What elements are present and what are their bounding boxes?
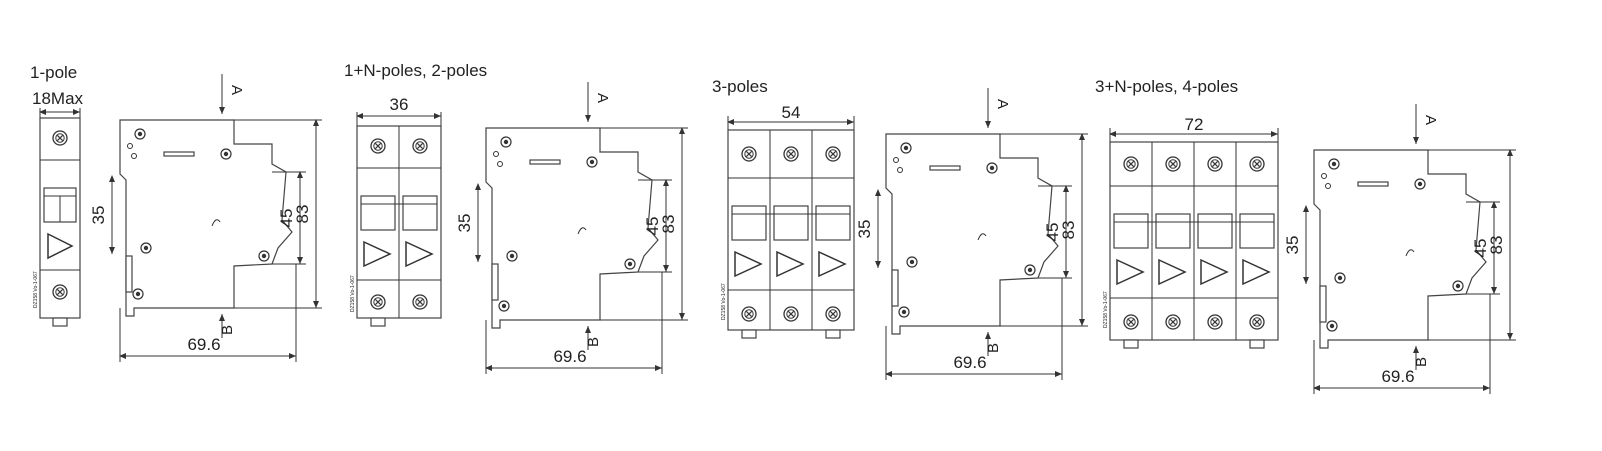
dim-45: 45 <box>1471 239 1490 258</box>
dim-83: 83 <box>659 215 678 234</box>
terminal-screw-bottom <box>52 284 68 300</box>
dim-69-6: 69.6 <box>1381 367 1414 386</box>
side-outline <box>885 133 1059 335</box>
width-dim-2pole: 36 <box>390 95 409 114</box>
side-view-1 <box>109 74 322 362</box>
screw-knob <box>1328 158 1340 170</box>
din-clip <box>52 317 68 327</box>
front-view-2pole: DZ158 Vo-1-067 <box>350 112 442 327</box>
section-mark-b: B <box>585 337 602 347</box>
side-view-3 <box>875 88 1088 380</box>
screw-knob <box>1334 272 1346 284</box>
front-label-3pole: DZ158 Vo-1-067 <box>721 283 727 320</box>
screw-knob <box>220 148 232 160</box>
group-title-3pole: 3-poles <box>712 77 768 96</box>
section-mark-b: B <box>1413 357 1430 367</box>
dim-69-6: 69.6 <box>953 353 986 372</box>
width-dim-4pole: 72 <box>1185 115 1204 134</box>
screw-knob <box>140 242 152 254</box>
screw-knob <box>134 128 146 140</box>
front-label-2pole: DZ158 Vo-1-067 <box>350 275 356 312</box>
group-title-4pole: 3+N-poles, 4-poles <box>1095 77 1239 96</box>
label-slot <box>529 159 561 165</box>
section-mark-b: B <box>985 343 1002 353</box>
screw-knob <box>898 306 910 318</box>
screw-knob <box>1414 178 1426 190</box>
front-view-1pole: DZ158 Vo-1-067 <box>33 108 81 327</box>
trip-indicator <box>47 232 74 260</box>
screw-knob <box>506 250 518 262</box>
group-subtitle-1pole: 18Max <box>32 89 84 108</box>
screw-knob <box>624 258 636 270</box>
screw-knob <box>900 142 912 154</box>
section-mark-a: A <box>994 99 1011 109</box>
dim-35: 35 <box>1283 236 1302 255</box>
screw-knob <box>586 156 598 168</box>
dim-35: 35 <box>855 220 874 239</box>
screw-knob <box>498 300 510 312</box>
terminal-screw-top <box>52 130 68 146</box>
dim-83: 83 <box>1487 236 1506 255</box>
side-outline <box>119 119 293 317</box>
section-mark-a: A <box>594 93 611 103</box>
group-title-1pole: 1-pole <box>30 63 78 82</box>
label-slot <box>929 165 961 171</box>
front-label-1pole: DZ158 Vo-1-067 <box>33 271 39 308</box>
screw-knob <box>906 256 918 268</box>
screw-knob <box>258 250 270 262</box>
dim-45: 45 <box>643 217 662 236</box>
group-title-2pole: 1+N-poles, 2-poles <box>344 61 488 80</box>
front-view-3pole: DZ158 Vo-1-067 <box>721 116 855 339</box>
label-slot <box>163 151 195 157</box>
dim-35: 35 <box>89 206 108 225</box>
side-outline <box>1313 149 1487 349</box>
width-dim-3pole: 54 <box>782 103 801 122</box>
label-slot <box>1357 181 1389 187</box>
dim-35: 35 <box>455 214 474 233</box>
screw-knob <box>986 162 998 174</box>
screw-knob <box>500 136 512 148</box>
side-outline <box>485 127 659 329</box>
side-view-4 <box>1303 104 1516 394</box>
side-view-2 <box>475 82 688 374</box>
dim-83: 83 <box>1059 221 1078 240</box>
dim-69-6: 69.6 <box>187 335 220 354</box>
dim-83: 83 <box>293 205 312 224</box>
section-mark-b: B <box>219 325 236 335</box>
screw-knob <box>1024 264 1036 276</box>
dim-69-6: 69.6 <box>553 347 586 366</box>
dim-45: 45 <box>277 209 296 228</box>
front-view-4pole: DZ158 Vo-1-067 <box>1103 128 1279 349</box>
dim-45: 45 <box>1043 223 1062 242</box>
section-mark-a: A <box>1422 115 1439 125</box>
screw-knob <box>132 288 144 300</box>
front-label-4pole: DZ158 Vo-1-067 <box>1103 291 1109 328</box>
screw-knob <box>1452 280 1464 292</box>
screw-knob <box>1326 320 1338 332</box>
section-mark-a: A <box>228 85 245 95</box>
